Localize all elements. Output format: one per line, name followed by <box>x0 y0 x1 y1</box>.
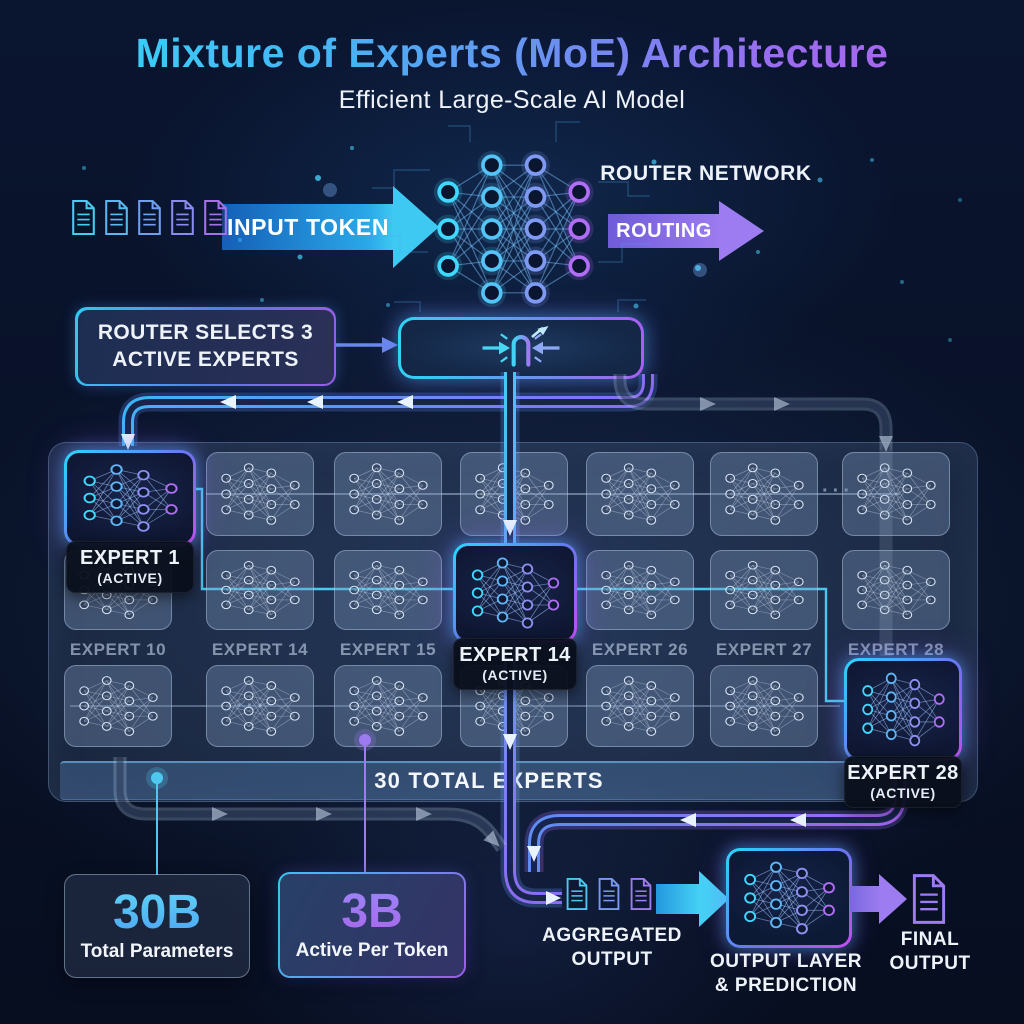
neural-network-icon <box>433 150 594 308</box>
input-token-arrow: INPUT TOKEN <box>222 204 394 250</box>
neural-network-icon <box>456 546 574 640</box>
input-token-arrowhead-icon <box>393 186 439 268</box>
expert-box <box>586 665 694 747</box>
expert-box <box>334 452 442 536</box>
grid-ellipsis: ··· <box>822 480 854 502</box>
expert-label: EXPERT 28 <box>847 640 945 659</box>
expert-active-box <box>844 658 962 761</box>
expert-box <box>710 550 818 630</box>
doc-icon <box>103 200 130 235</box>
expert-active-box <box>64 450 196 546</box>
expert-label: EXPERT 15 <box>339 640 437 659</box>
doc-icon <box>628 878 654 910</box>
expert-active-label: EXPERT 14(ACTIVE) <box>453 638 577 690</box>
expert-box <box>64 665 172 747</box>
router-network-label: ROUTER NETWORK <box>600 162 812 185</box>
expert-box <box>710 665 818 747</box>
doc-icon <box>202 200 229 235</box>
expert-box <box>334 665 442 747</box>
input-docs <box>70 200 229 235</box>
expert-box <box>206 665 314 747</box>
routing-arrow: ROUTING <box>608 214 720 248</box>
input-token-label: INPUT TOKEN <box>226 213 390 240</box>
expert-active-label: EXPERT 28(ACTIVE) <box>844 756 962 808</box>
page-subtitle: Efficient Large-Scale AI Model <box>338 86 686 114</box>
expert-box <box>460 452 568 536</box>
neural-network-icon <box>847 661 959 758</box>
expert-box <box>842 550 950 630</box>
neural-network-icon <box>729 851 849 945</box>
neural-network-icon <box>67 453 193 543</box>
stat-value-active-per-token: 3B <box>341 884 403 938</box>
stat-card-total-parameters: 30B Total Parameters <box>64 874 250 978</box>
expert-label: EXPERT 14 <box>211 640 309 659</box>
router-gate-icon <box>482 326 560 367</box>
expert-box <box>334 550 442 630</box>
expert-box <box>842 452 950 536</box>
expert-label: EXPERT 27 <box>715 640 813 659</box>
router-note-box: ROUTER SELECTS 3 ACTIVE EXPERTS <box>75 307 336 386</box>
routing-label: ROUTING <box>616 219 712 242</box>
expert-box <box>710 452 818 536</box>
doc-icon <box>136 200 163 235</box>
aggregated-output-label: AGGREGATED OUTPUT <box>542 925 682 970</box>
expert-label: EXPERT 26 <box>591 640 689 659</box>
note-to-gate-arrow-icon <box>336 337 398 353</box>
doc-icon <box>169 200 196 235</box>
expert-box <box>206 550 314 630</box>
doc-icon <box>564 878 590 910</box>
expert-label: EXPERT 10 <box>69 640 167 659</box>
output-layer-label: OUTPUT LAYER & PREDICTION <box>709 951 863 996</box>
router-gate-box <box>398 317 644 379</box>
experts-total-label: 30 TOTAL EXPERTS <box>374 768 604 793</box>
stat-card-active-per-token: 3B Active Per Token <box>278 872 466 978</box>
expert-box <box>206 452 314 536</box>
expert-active-box <box>453 543 577 643</box>
doc-icon <box>70 200 97 235</box>
stat-label-total-parameters: Total Parameters <box>80 941 234 963</box>
final-doc-icon <box>910 874 948 924</box>
final-output-label: FINAL OUTPUT <box>889 929 971 974</box>
aggregated-docs <box>564 878 654 910</box>
expert-box <box>586 550 694 630</box>
experts-total-banner: 30 TOTAL EXPERTS <box>60 761 918 800</box>
expert-box <box>586 452 694 536</box>
output-layer-box <box>726 848 852 948</box>
page-title: Mixture of Experts (MoE) Architecture <box>0 30 1024 77</box>
doc-icon <box>596 878 622 910</box>
stat-label-active-per-token: Active Per Token <box>295 940 449 962</box>
grid-ellipsis: ··· <box>236 695 268 717</box>
expert-active-label: EXPERT 1(ACTIVE) <box>66 541 194 593</box>
stat-value-total-parameters: 30B <box>112 885 202 939</box>
router-note-line2: ACTIVE EXPERTS <box>112 347 299 371</box>
router-note-line1: ROUTER SELECTS 3 <box>97 321 314 345</box>
